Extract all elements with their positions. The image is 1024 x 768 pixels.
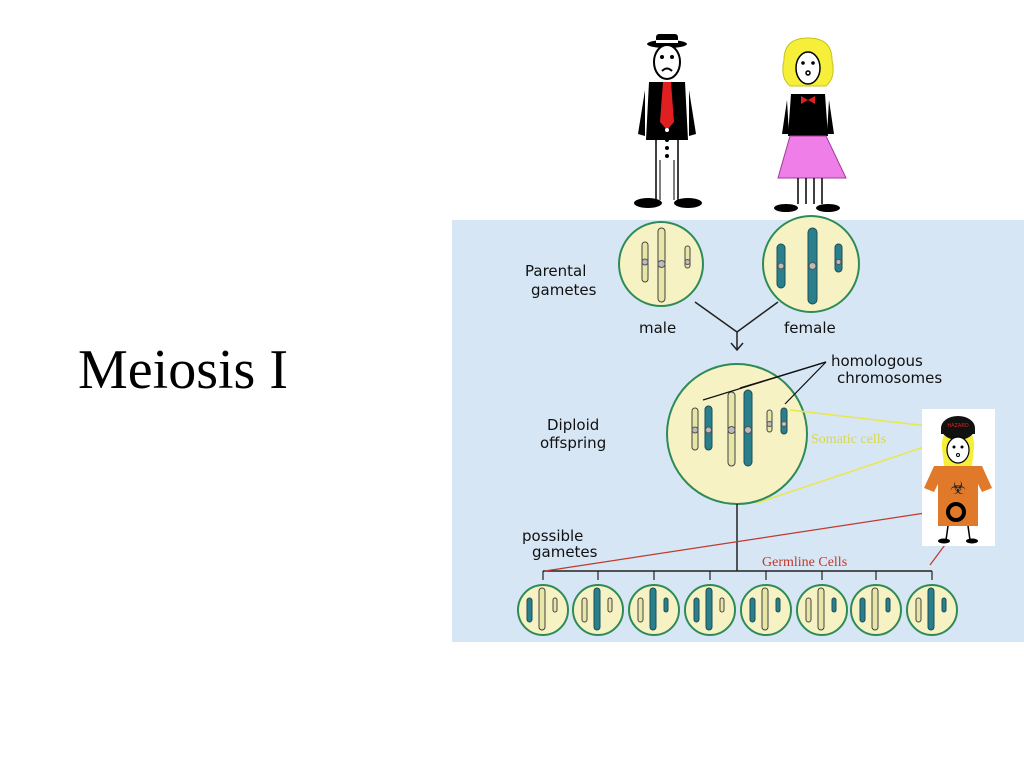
somatic-line bbox=[756, 409, 946, 504]
male-gamete-cell bbox=[618, 221, 704, 307]
parental-label-2: gametes bbox=[531, 281, 597, 299]
gamete-cell-3 bbox=[628, 584, 680, 636]
gamete-cell-5 bbox=[740, 584, 792, 636]
possible-label-2: gametes bbox=[532, 543, 598, 561]
female-figure-icon bbox=[774, 37, 847, 212]
diploid-label-2: offspring bbox=[540, 434, 606, 452]
possible-label-1: possible bbox=[522, 527, 583, 545]
slide-title: Meiosis I bbox=[78, 339, 288, 401]
parental-label-1: Parental bbox=[525, 262, 586, 280]
male-label: male bbox=[639, 319, 676, 337]
homologous-pointer bbox=[702, 361, 827, 405]
somatic-label: Somatic cells bbox=[811, 432, 886, 447]
cap-label: HAZARD bbox=[947, 423, 969, 429]
diploid-cell bbox=[666, 363, 808, 505]
gamete-cell-8 bbox=[906, 584, 958, 636]
diploid-label-1: Diploid bbox=[547, 416, 599, 434]
homologous-label-1: homologous bbox=[831, 352, 923, 370]
homologous-label-2: chromosomes bbox=[837, 369, 942, 387]
child-figure-icon: HAZARD ☣ bbox=[922, 409, 995, 546]
female-label: female bbox=[784, 319, 836, 337]
male-figure-icon bbox=[634, 34, 702, 208]
fertilization-arrow bbox=[694, 301, 779, 352]
gamete-cell-1 bbox=[517, 584, 569, 636]
female-gamete-cell bbox=[762, 215, 860, 313]
gamete-cell-4 bbox=[684, 584, 736, 636]
biohazard-icon: ☣ bbox=[950, 478, 966, 499]
germline-label: Germline Cells bbox=[762, 555, 847, 570]
gamete-cell-2 bbox=[572, 584, 624, 636]
gamete-cell-6 bbox=[796, 584, 848, 636]
gamete-cell-7 bbox=[850, 584, 902, 636]
gamete-ticks bbox=[542, 571, 933, 580]
